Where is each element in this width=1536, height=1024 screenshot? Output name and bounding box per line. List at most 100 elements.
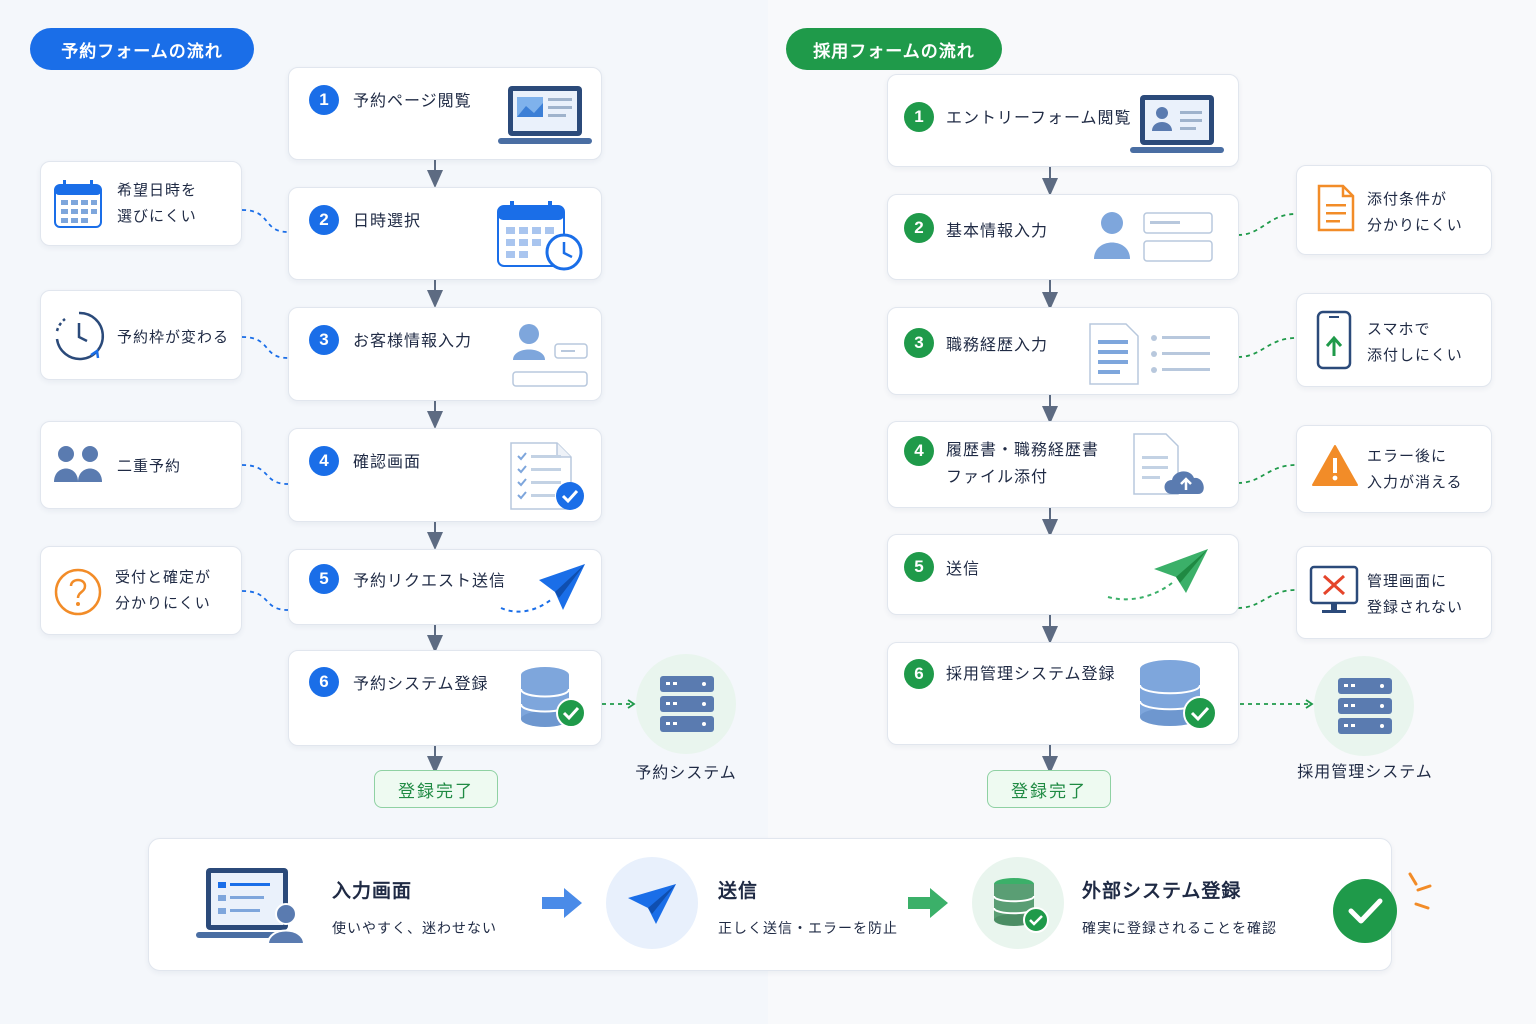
smartphone-upload-icon bbox=[1316, 310, 1352, 370]
calendar-clock-icon bbox=[497, 201, 583, 271]
laptop-user-icon bbox=[196, 868, 306, 945]
step-label: お客様情報入力 bbox=[353, 331, 473, 350]
reservation-issue-3: 二重予約 bbox=[40, 421, 242, 509]
paper-plane-icon bbox=[1107, 549, 1208, 601]
issue-line-1: 希望日時を bbox=[117, 181, 198, 199]
step-number: 5 bbox=[904, 552, 934, 582]
paper-plane-icon bbox=[628, 884, 676, 924]
server-icon bbox=[660, 676, 714, 732]
reservation-step-4: 4 確認画面 bbox=[288, 428, 602, 522]
step-label: 基本情報入力 bbox=[946, 221, 1049, 240]
step-number: 4 bbox=[309, 446, 339, 476]
summary-bar bbox=[148, 838, 1392, 971]
step-number: 3 bbox=[309, 325, 339, 355]
issue-line-2: 入力が消える bbox=[1367, 473, 1463, 491]
step-number: 5 bbox=[309, 564, 339, 594]
step-number: 6 bbox=[904, 659, 934, 689]
arrow-right-icon bbox=[908, 888, 948, 918]
step-label-line-2: ファイル添付 bbox=[946, 467, 1049, 486]
step-number: 4 bbox=[904, 436, 934, 466]
reservation-issue-2: 予約枠が変わる bbox=[40, 290, 242, 380]
recruitment-system-label: 採用管理システム bbox=[1297, 762, 1433, 781]
document-icon bbox=[1317, 184, 1355, 232]
reservation-step-5: 5 予約リクエスト送信 bbox=[288, 549, 602, 625]
recruitment-complete-badge: 登録完了 bbox=[987, 770, 1111, 808]
recruitment-flow-title: 採用フォームの流れ bbox=[786, 28, 1002, 70]
step-label: 予約システム登録 bbox=[353, 674, 489, 693]
recruitment-issue-2: スマホで 添付しにくい bbox=[1296, 293, 1492, 387]
step-number: 2 bbox=[904, 213, 934, 243]
recruitment-step-2: 2 基本情報入力 bbox=[887, 194, 1239, 280]
issue-line-2: 登録されない bbox=[1367, 598, 1464, 616]
user-form-icon bbox=[512, 324, 588, 387]
issue-line-2: 選びにくい bbox=[117, 207, 197, 225]
summary-desc-input: 使いやすく、迷わせない bbox=[332, 921, 497, 937]
issue-line-1: 予約枠が変わる bbox=[117, 328, 230, 346]
step-number: 6 bbox=[309, 667, 339, 697]
reservation-flow-title: 予約フォームの流れ bbox=[30, 28, 254, 70]
recruitment-issue-3: エラー後に 入力が消える bbox=[1296, 425, 1492, 513]
issue-line-1: 二重予約 bbox=[117, 457, 182, 475]
step-label: エントリーフォーム閲覧 bbox=[946, 108, 1132, 127]
reservation-system-label: 予約システム bbox=[635, 763, 737, 782]
step-label: 送信 bbox=[946, 559, 981, 578]
arrow-right-icon bbox=[542, 888, 582, 918]
issue-line-1: スマホで bbox=[1367, 320, 1431, 338]
step-label: 職務経歴入力 bbox=[946, 335, 1049, 354]
recruitment-step-1: 1 エントリーフォーム閲覧 bbox=[887, 74, 1239, 167]
step-number: 3 bbox=[904, 328, 934, 358]
summary-title-external: 外部システム登録 bbox=[1082, 880, 1242, 902]
step-label: 日時選択 bbox=[353, 211, 422, 230]
summary-title-send: 送信 bbox=[718, 880, 759, 902]
step-number: 2 bbox=[309, 205, 339, 235]
reservation-issue-1: 希望日時を 選びにくい bbox=[40, 161, 242, 246]
issue-line-2: 添付しにくい bbox=[1367, 346, 1463, 364]
question-icon bbox=[54, 568, 102, 616]
success-check-icon bbox=[1333, 872, 1432, 943]
warning-icon bbox=[1312, 445, 1358, 486]
issue-line-1: 添付条件が bbox=[1367, 190, 1448, 208]
recruitment-step-3: 3 職務経歴入力 bbox=[887, 307, 1239, 395]
reservation-complete-badge: 登録完了 bbox=[374, 770, 498, 808]
reservation-step-1: 1 予約ページ閲覧 bbox=[288, 67, 602, 160]
recruitment-issue-4: 管理画面に 登録されない bbox=[1296, 546, 1492, 639]
laptop-profile-icon bbox=[1130, 95, 1224, 153]
recruitment-step-5: 5 送信 bbox=[887, 534, 1239, 615]
clock-refresh-icon bbox=[55, 311, 104, 361]
laptop-icon bbox=[498, 86, 592, 144]
reservation-step-3: 3 お客様情報入力 bbox=[288, 307, 602, 401]
reservation-step-2: 2 日時選択 bbox=[288, 187, 602, 280]
step-label: 履歴書・職務経歴書 bbox=[946, 440, 1100, 459]
server-icon bbox=[1338, 678, 1392, 734]
issue-line-2: 分かりにくい bbox=[1367, 216, 1463, 234]
database-check-icon bbox=[1139, 660, 1217, 730]
checklist-icon bbox=[510, 442, 584, 510]
issue-line-1: 受付と確定が bbox=[115, 568, 212, 586]
step-label: 予約ページ閲覧 bbox=[353, 91, 472, 110]
calendar-icon bbox=[54, 180, 102, 228]
file-upload-icon bbox=[1133, 433, 1204, 495]
recruitment-step-6: 6 採用管理システム登録 bbox=[887, 642, 1239, 745]
step-number: 1 bbox=[904, 102, 934, 132]
step-label: 確認画面 bbox=[353, 452, 422, 471]
database-check-icon bbox=[520, 667, 586, 728]
step-label: 採用管理システム登録 bbox=[946, 664, 1116, 683]
monitor-error-icon bbox=[1309, 565, 1359, 613]
paper-plane-icon bbox=[500, 564, 585, 613]
user-form-icon bbox=[1094, 212, 1213, 262]
step-label: 予約リクエスト送信 bbox=[353, 571, 507, 590]
users-icon bbox=[54, 446, 102, 482]
summary-desc-send: 正しく送信・エラーを防止 bbox=[718, 921, 898, 937]
step-number: 1 bbox=[309, 85, 339, 115]
summary-title-input: 入力画面 bbox=[332, 880, 413, 902]
issue-line-1: エラー後に bbox=[1367, 447, 1448, 465]
summary-desc-external: 確実に登録されることを確認 bbox=[1082, 921, 1277, 937]
issue-line-2: 分かりにくい bbox=[115, 594, 211, 612]
recruitment-step-4: 4 履歴書・職務経歴書 ファイル添付 bbox=[887, 421, 1239, 508]
document-list-icon bbox=[1089, 323, 1210, 385]
database-check-icon bbox=[993, 878, 1049, 933]
reservation-step-6: 6 予約システム登録 bbox=[288, 650, 602, 746]
reservation-issue-4: 受付と確定が 分かりにくい bbox=[40, 546, 242, 635]
recruitment-issue-1: 添付条件が 分かりにくい bbox=[1296, 165, 1492, 255]
